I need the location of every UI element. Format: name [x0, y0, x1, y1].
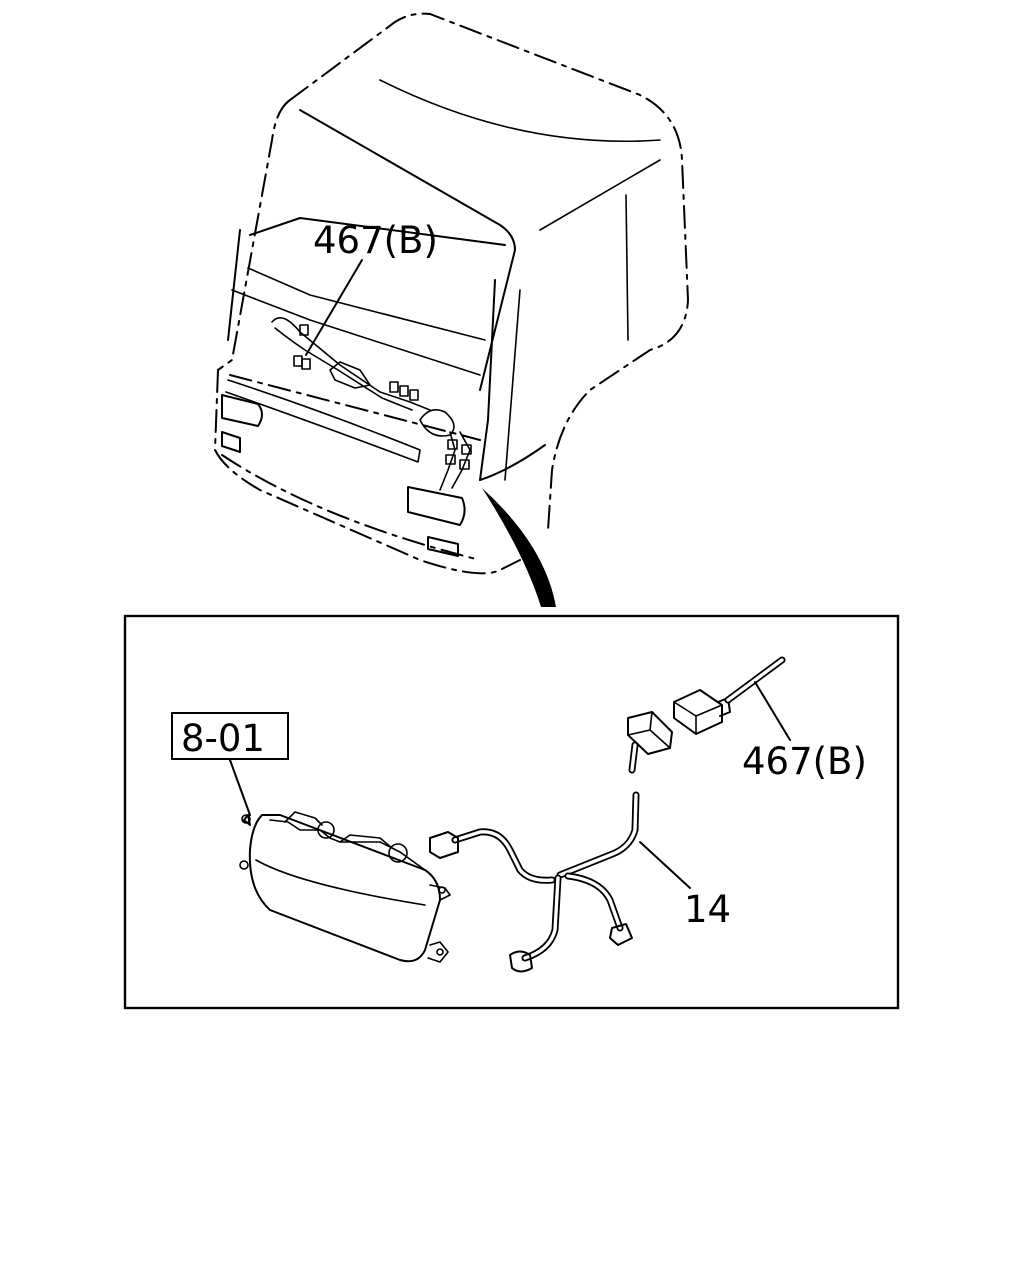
detail-frame: [123, 614, 900, 1010]
headlamp-drawing: [239, 811, 451, 963]
wire-harness-drawing: [429, 711, 673, 973]
truck-cab-drawing: [213, 12, 690, 607]
callout-headlamp-ref: 8-01: [181, 717, 265, 760]
connector-drawing: [673, 656, 786, 735]
detail-pointer-arrow: [482, 488, 556, 607]
callout-connector-harness: 467(B): [742, 740, 867, 783]
callout-harness-part: 14: [684, 888, 731, 931]
callout-cab-harness: 467(B): [313, 219, 438, 262]
